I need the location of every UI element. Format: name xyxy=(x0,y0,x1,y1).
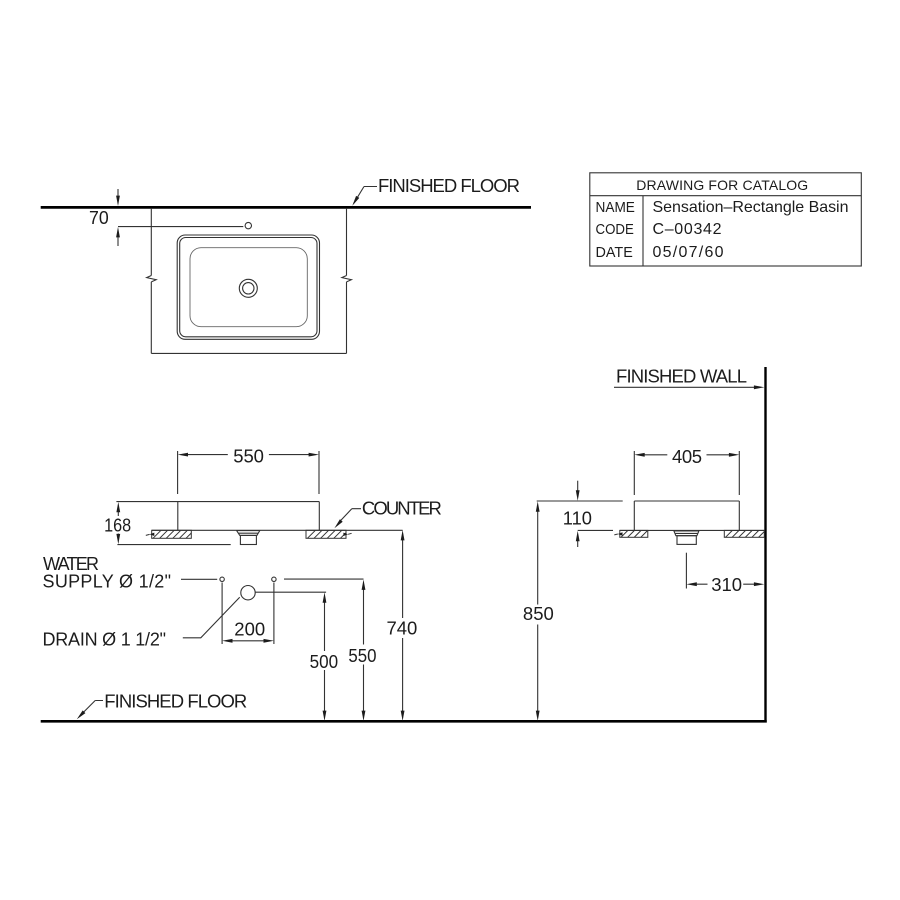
svg-text:COUNTER: COUNTER xyxy=(362,497,442,518)
svg-text:740: 740 xyxy=(387,617,418,638)
svg-text:DRAWING FOR CATALOG: DRAWING FOR CATALOG xyxy=(636,177,808,193)
svg-text:110: 110 xyxy=(563,507,592,528)
svg-text:550: 550 xyxy=(348,645,376,666)
svg-text:Sensation–Rectangle Basin: Sensation–Rectangle Basin xyxy=(653,199,849,216)
svg-text:70: 70 xyxy=(89,207,109,228)
svg-text:168: 168 xyxy=(104,514,131,535)
svg-text:NAME: NAME xyxy=(596,199,635,216)
svg-text:550: 550 xyxy=(233,446,264,467)
svg-text:FINISHED FLOOR: FINISHED FLOOR xyxy=(104,691,247,712)
svg-text:310: 310 xyxy=(711,574,742,595)
svg-text:500: 500 xyxy=(310,651,339,672)
svg-text:DRAIN Ø 1 1/2": DRAIN Ø 1 1/2" xyxy=(43,630,167,650)
svg-text:DATE: DATE xyxy=(596,244,633,261)
svg-text:CODE: CODE xyxy=(596,221,634,238)
svg-text:200: 200 xyxy=(234,619,265,640)
svg-text:FINISHED WALL: FINISHED WALL xyxy=(616,366,747,387)
svg-text:850: 850 xyxy=(523,603,554,624)
svg-text:SUPPLY Ø 1/2": SUPPLY Ø 1/2" xyxy=(43,572,172,592)
svg-text:405: 405 xyxy=(672,446,702,467)
svg-text:05/07/60: 05/07/60 xyxy=(653,244,724,261)
svg-text:WATER: WATER xyxy=(43,554,99,574)
svg-text:C–00342: C–00342 xyxy=(653,221,722,238)
svg-text:FINISHED FLOOR: FINISHED FLOOR xyxy=(378,175,520,196)
